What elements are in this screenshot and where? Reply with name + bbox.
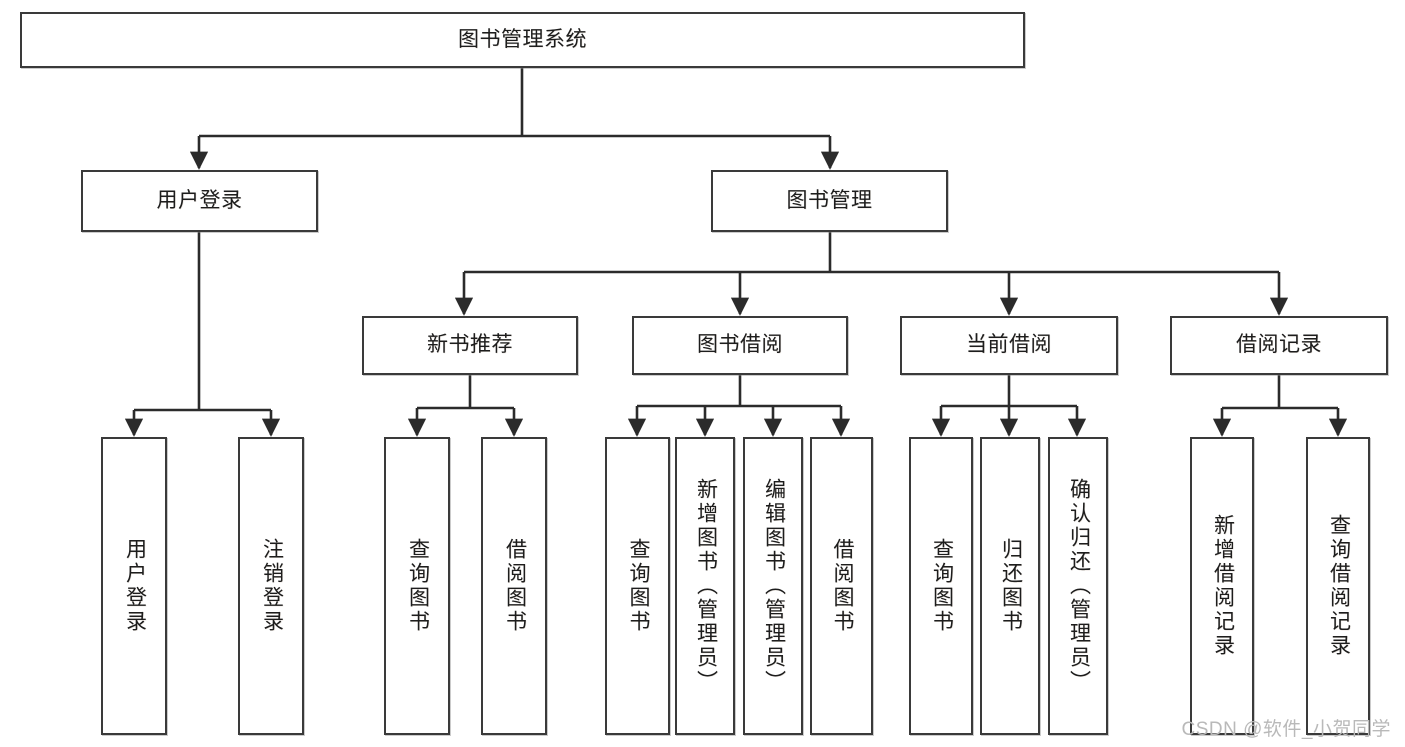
node-borrow-records-label: 借阅记录	[1236, 333, 1322, 357]
leaf-return-book-label: 归还图书	[999, 538, 1023, 634]
node-book-management-label: 图书管理	[786, 188, 873, 212]
leaf-add-book[interactable]: 新增图书（管理员）	[675, 437, 735, 735]
leaf-user-logout-label: 注销登录	[260, 538, 284, 634]
leaf-user-login-label: 用户登录	[123, 538, 147, 634]
leaf-confirm-return[interactable]: 确认归还（管理员）	[1048, 437, 1108, 735]
leaf-edit-book[interactable]: 编辑图书（管理员）	[743, 437, 803, 735]
watermark-text: CSDN @软件_小贺同学	[1181, 719, 1391, 740]
leaf-add-book-label: 新增图书（管理员）	[694, 478, 718, 694]
leaf-query-book-2-label: 查询图书	[626, 538, 650, 634]
leaf-return-book[interactable]: 归还图书	[980, 437, 1040, 735]
leaf-edit-book-label: 编辑图书（管理员）	[762, 478, 786, 694]
leaf-user-login[interactable]: 用户登录	[101, 437, 167, 735]
leaf-add-borrow-record-label: 新增借阅记录	[1211, 514, 1235, 658]
leaf-query-book-1-label: 查询图书	[406, 538, 430, 634]
node-root-label: 图书管理系统	[458, 27, 587, 51]
leaf-query-borrow-record[interactable]: 查询借阅记录	[1306, 437, 1370, 735]
leaf-user-logout[interactable]: 注销登录	[238, 437, 304, 735]
node-book-management[interactable]: 图书管理	[711, 170, 948, 232]
node-book-borrow[interactable]: 图书借阅	[632, 316, 848, 375]
leaf-query-book-2[interactable]: 查询图书	[605, 437, 670, 735]
leaf-query-book-1[interactable]: 查询图书	[384, 437, 450, 735]
leaf-borrow-book-1-label: 借阅图书	[503, 538, 527, 634]
leaf-query-borrow-record-label: 查询借阅记录	[1327, 514, 1351, 658]
node-borrow-records[interactable]: 借阅记录	[1170, 316, 1388, 375]
node-new-book-recommend[interactable]: 新书推荐	[362, 316, 578, 375]
node-current-borrow[interactable]: 当前借阅	[900, 316, 1118, 375]
node-user-login[interactable]: 用户登录	[81, 170, 318, 232]
node-root[interactable]: 图书管理系统	[20, 12, 1025, 68]
node-user-login-label: 用户登录	[156, 188, 243, 212]
leaf-borrow-book-2[interactable]: 借阅图书	[810, 437, 873, 735]
leaf-borrow-book-1[interactable]: 借阅图书	[481, 437, 547, 735]
node-current-borrow-label: 当前借阅	[966, 333, 1052, 357]
leaf-borrow-book-2-label: 借阅图书	[830, 538, 854, 634]
node-book-borrow-label: 图书借阅	[697, 333, 783, 357]
node-new-book-recommend-label: 新书推荐	[427, 333, 513, 357]
leaf-confirm-return-label: 确认归还（管理员）	[1067, 478, 1091, 694]
leaf-query-book-3[interactable]: 查询图书	[909, 437, 973, 735]
leaf-query-book-3-label: 查询图书	[930, 538, 954, 634]
leaf-add-borrow-record[interactable]: 新增借阅记录	[1190, 437, 1254, 735]
